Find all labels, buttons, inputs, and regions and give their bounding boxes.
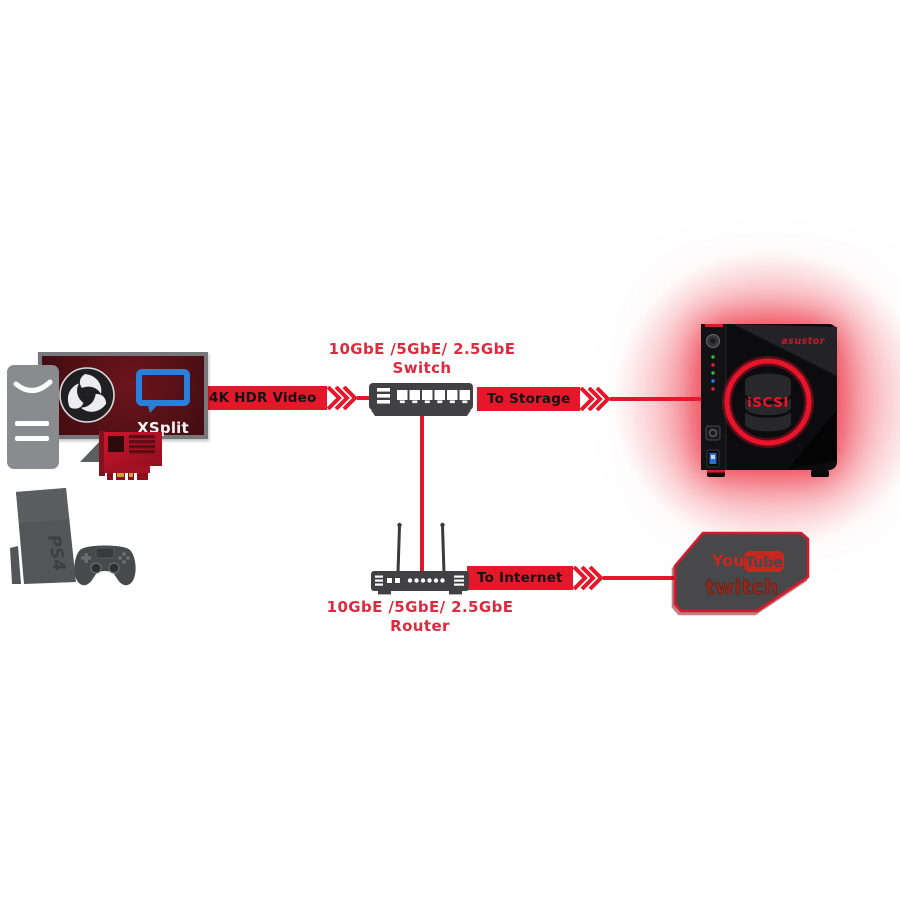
streaming-services-panel: You Tube twitch	[673, 531, 810, 613]
connection-line	[356, 396, 370, 400]
iscsi-badge: iSCSI	[747, 395, 789, 411]
arrow-banner-storage: To Storage	[477, 387, 581, 411]
twitch-logo-icon: twitch	[705, 575, 779, 599]
monitor-screen: XSplit	[42, 356, 204, 437]
obs-logo-icon	[59, 367, 115, 423]
monitor: XSplit	[38, 352, 208, 439]
switch-router-line	[420, 412, 424, 573]
youtube-you: You	[711, 551, 745, 570]
ethernet-ports	[397, 390, 470, 404]
connection-line	[602, 576, 680, 580]
youtube-logo-icon: You Tube	[711, 551, 784, 572]
router-label-line2: Router	[390, 617, 450, 635]
iscsi-ring	[724, 358, 812, 446]
pc-tower-icon	[7, 365, 59, 469]
flow-4k-hdr-video: 4K HDR Video	[199, 386, 370, 410]
switch-label: 10GbE /5GbE/ 2.5GbE Switch	[322, 340, 522, 378]
arrow-label-internet: To Internet	[477, 570, 563, 586]
network-switch-icon	[369, 383, 473, 416]
asustor-brand: asustor	[781, 336, 826, 347]
connection-line	[610, 397, 701, 401]
chevron-arrows-icon	[580, 387, 611, 411]
flow-to-internet: To Internet	[467, 566, 680, 590]
switch-label-line2: Switch	[392, 359, 452, 377]
switch-label-line1: 10GbE /5GbE/ 2.5GbE	[328, 340, 516, 358]
gamepad-icon	[74, 545, 136, 586]
wifi-router-icon	[371, 522, 469, 595]
router-label-line1: 10GbE /5GbE/ 2.5GbE	[326, 598, 514, 616]
arrow-label-4k: 4K HDR Video	[209, 390, 317, 406]
xsplit-logo-icon	[136, 369, 190, 413]
usb-port-icon	[706, 449, 720, 468]
capture-card-icon	[99, 431, 162, 480]
status-leds	[711, 355, 715, 391]
router-label: 10GbE /5GbE/ 2.5GbE Router	[320, 598, 520, 636]
ps4-console-icon: PS4	[10, 488, 76, 584]
arrow-banner-4k: 4K HDR Video	[199, 386, 327, 410]
chevron-arrows-icon	[326, 386, 357, 410]
nas-device-icon: asustor iSCSI	[701, 324, 837, 477]
arrow-banner-internet: To Internet	[467, 566, 573, 590]
arrow-label-storage: To Storage	[487, 391, 571, 407]
flow-to-storage: To Storage	[477, 387, 701, 411]
chevron-arrows-icon	[572, 566, 603, 590]
youtube-tube: Tube	[745, 555, 783, 571]
